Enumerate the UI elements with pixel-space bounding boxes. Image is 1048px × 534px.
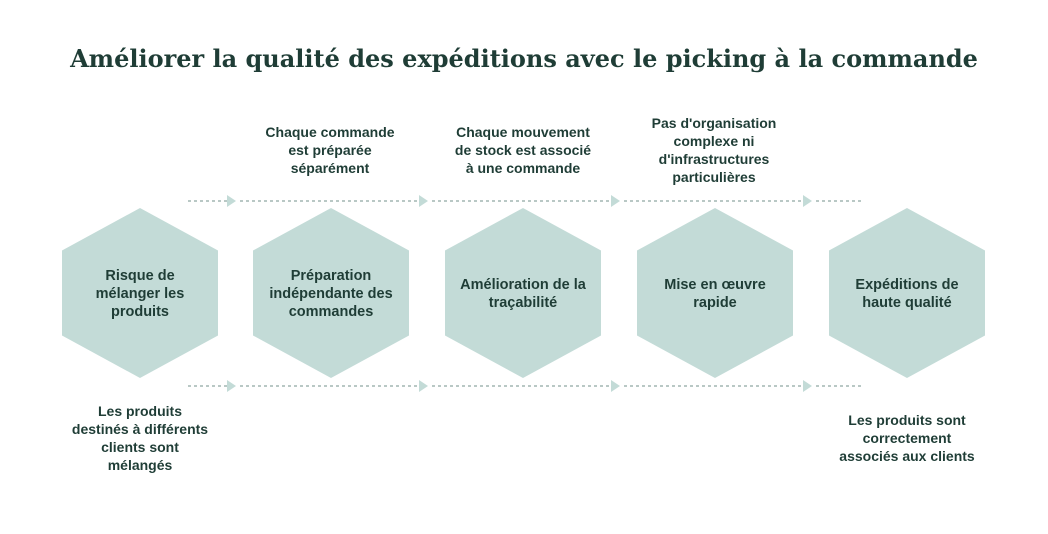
- flow-top-arrowhead: [611, 195, 620, 207]
- benefit-2-text: Chaque mouvement de stock est associé à …: [454, 124, 592, 176]
- step-1-label: Risque de mélanger les produits: [95, 268, 185, 320]
- step-hexagons: [62, 208, 985, 378]
- outcome-note-text: Les produits sont correctement associés …: [839, 412, 975, 464]
- flow-top-arrowhead: [419, 195, 428, 207]
- flow-bottom-arrowhead: [611, 380, 620, 392]
- diagram-title: Améliorer la qualité des expéditions ave…: [70, 44, 978, 73]
- flow-top-arrowhead: [227, 195, 236, 207]
- step-2-hexagon: [253, 208, 409, 378]
- step-3-hexagon: [445, 208, 601, 378]
- step-4-hexagon: [637, 208, 793, 378]
- flow-top-arrowhead: [803, 195, 812, 207]
- flow-bottom-arrowhead: [803, 380, 812, 392]
- step-3-label: Amélioration de la traçabilité: [460, 277, 586, 311]
- problem-note-text: Les produits destinés à différents clien…: [71, 403, 209, 473]
- benefit-3-text: Pas d'organisation complexe ni d'infrast…: [651, 115, 777, 185]
- flow-bottom-arrowhead: [227, 380, 236, 392]
- step-5-hexagon: [829, 208, 985, 378]
- flow-bottom-arrowhead: [419, 380, 428, 392]
- step-2-label: Préparation indépendante des commandes: [269, 268, 393, 320]
- benefit-1-text: Chaque commande est préparée séparément: [265, 124, 395, 176]
- flow-arrows: [188, 195, 862, 392]
- step-1-hexagon: [62, 208, 218, 378]
- step-5-label: Expéditions de haute qualité: [855, 277, 959, 311]
- step-4-label: Mise en œuvre rapide: [664, 277, 766, 311]
